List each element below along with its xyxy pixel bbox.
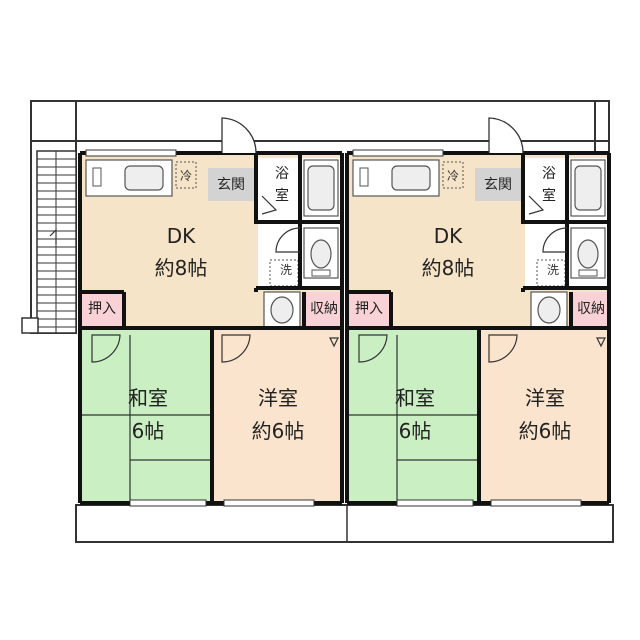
youshitsu-size: 約6帖 xyxy=(252,419,305,443)
youshitsu-label: 洋室 xyxy=(525,386,565,410)
genkan-fill xyxy=(475,168,523,201)
bath-label-top: 浴 xyxy=(542,166,556,182)
bath-label-bottom: 室 xyxy=(275,187,289,204)
window xyxy=(352,149,444,157)
door-swing xyxy=(542,227,568,253)
oshiire-fill xyxy=(347,292,391,328)
closet-mark xyxy=(596,337,606,348)
sink xyxy=(391,165,431,191)
stair-arrow xyxy=(49,228,57,244)
genkan-label: 玄関 xyxy=(217,176,245,193)
genkan-fill xyxy=(208,168,256,201)
door-swing xyxy=(261,195,278,215)
wash-basin xyxy=(537,296,561,324)
stair-landing xyxy=(21,317,39,334)
closet-mark xyxy=(329,337,339,348)
window xyxy=(396,499,474,507)
washer-label: 洗 xyxy=(547,263,559,277)
toilet-tank xyxy=(311,269,331,277)
door-swing xyxy=(488,334,518,363)
sink xyxy=(124,165,164,191)
staircase xyxy=(21,150,77,334)
dk-label: DK xyxy=(434,224,463,248)
unit-1: DK 約8帖 冷 玄関 浴 室 洗 押入 収納 和室 6帖 洋室 約6帖 xyxy=(78,117,344,507)
door-swing xyxy=(221,334,251,363)
youshitsu-floor xyxy=(479,328,609,503)
shuno-fill xyxy=(571,292,609,328)
bathtub-inner xyxy=(307,165,335,211)
genkan-label: 玄関 xyxy=(484,176,512,193)
fridge-space xyxy=(175,161,197,189)
youshitsu-label: 洋室 xyxy=(258,386,298,410)
entrance-door xyxy=(488,117,524,154)
washitsu-size: 6帖 xyxy=(132,419,165,443)
oshiire-fill xyxy=(80,292,124,328)
window xyxy=(85,149,177,157)
washitsu-label: 和室 xyxy=(395,386,435,410)
dk-size: 約8帖 xyxy=(155,256,208,280)
unit-2: DK 約8帖 冷 玄関 浴 室 洗 押入 収納 和室 6帖 洋室 約6帖 xyxy=(345,117,611,507)
fridge-label: 冷 xyxy=(180,169,192,183)
door-swing xyxy=(358,334,388,363)
door-swing xyxy=(528,195,545,215)
balcony xyxy=(75,504,614,543)
stove xyxy=(359,167,369,187)
youshitsu-floor xyxy=(212,328,342,503)
youshitsu-size: 約6帖 xyxy=(519,419,572,443)
shuno-fill xyxy=(304,292,342,328)
wash-basin xyxy=(270,296,294,324)
door-swing xyxy=(275,227,301,253)
toilet-bowl xyxy=(577,239,599,269)
window xyxy=(490,499,582,507)
stove xyxy=(92,167,102,187)
window xyxy=(129,499,207,507)
washer-label: 洗 xyxy=(280,263,292,277)
washitsu-label: 和室 xyxy=(128,386,168,410)
washitsu-size: 6帖 xyxy=(399,419,432,443)
toilet-bowl xyxy=(310,239,332,269)
dk-label: DK xyxy=(167,224,196,248)
door-swing xyxy=(91,334,121,363)
fridge-space xyxy=(442,161,464,189)
bath-label-bottom: 室 xyxy=(542,187,556,204)
bathtub-inner xyxy=(574,165,602,211)
shuno-label: 収納 xyxy=(310,301,338,317)
bath-label-top: 浴 xyxy=(275,166,289,182)
toilet-tank xyxy=(578,269,598,277)
oshiire-label: 押入 xyxy=(355,301,383,317)
oshiire-label: 押入 xyxy=(88,301,116,317)
window xyxy=(223,499,315,507)
entrance-door xyxy=(221,117,257,154)
dk-size: 約8帖 xyxy=(422,256,475,280)
fridge-label: 冷 xyxy=(447,169,459,183)
shuno-label: 収納 xyxy=(577,301,605,317)
